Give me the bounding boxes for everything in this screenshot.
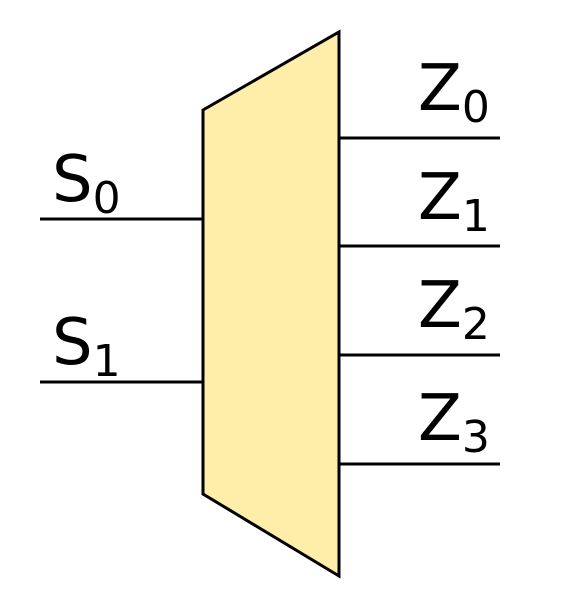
input-label-s1: S1 — [52, 306, 121, 387]
input-label-s0: S0 — [52, 143, 121, 224]
output-label-z3: Z3 — [418, 382, 490, 463]
output-label-z1: Z1 — [418, 161, 490, 242]
decoder-body — [201, 29, 341, 579]
output-label-z2: Z2 — [418, 269, 490, 350]
output-label-z0: Z0 — [418, 52, 490, 133]
